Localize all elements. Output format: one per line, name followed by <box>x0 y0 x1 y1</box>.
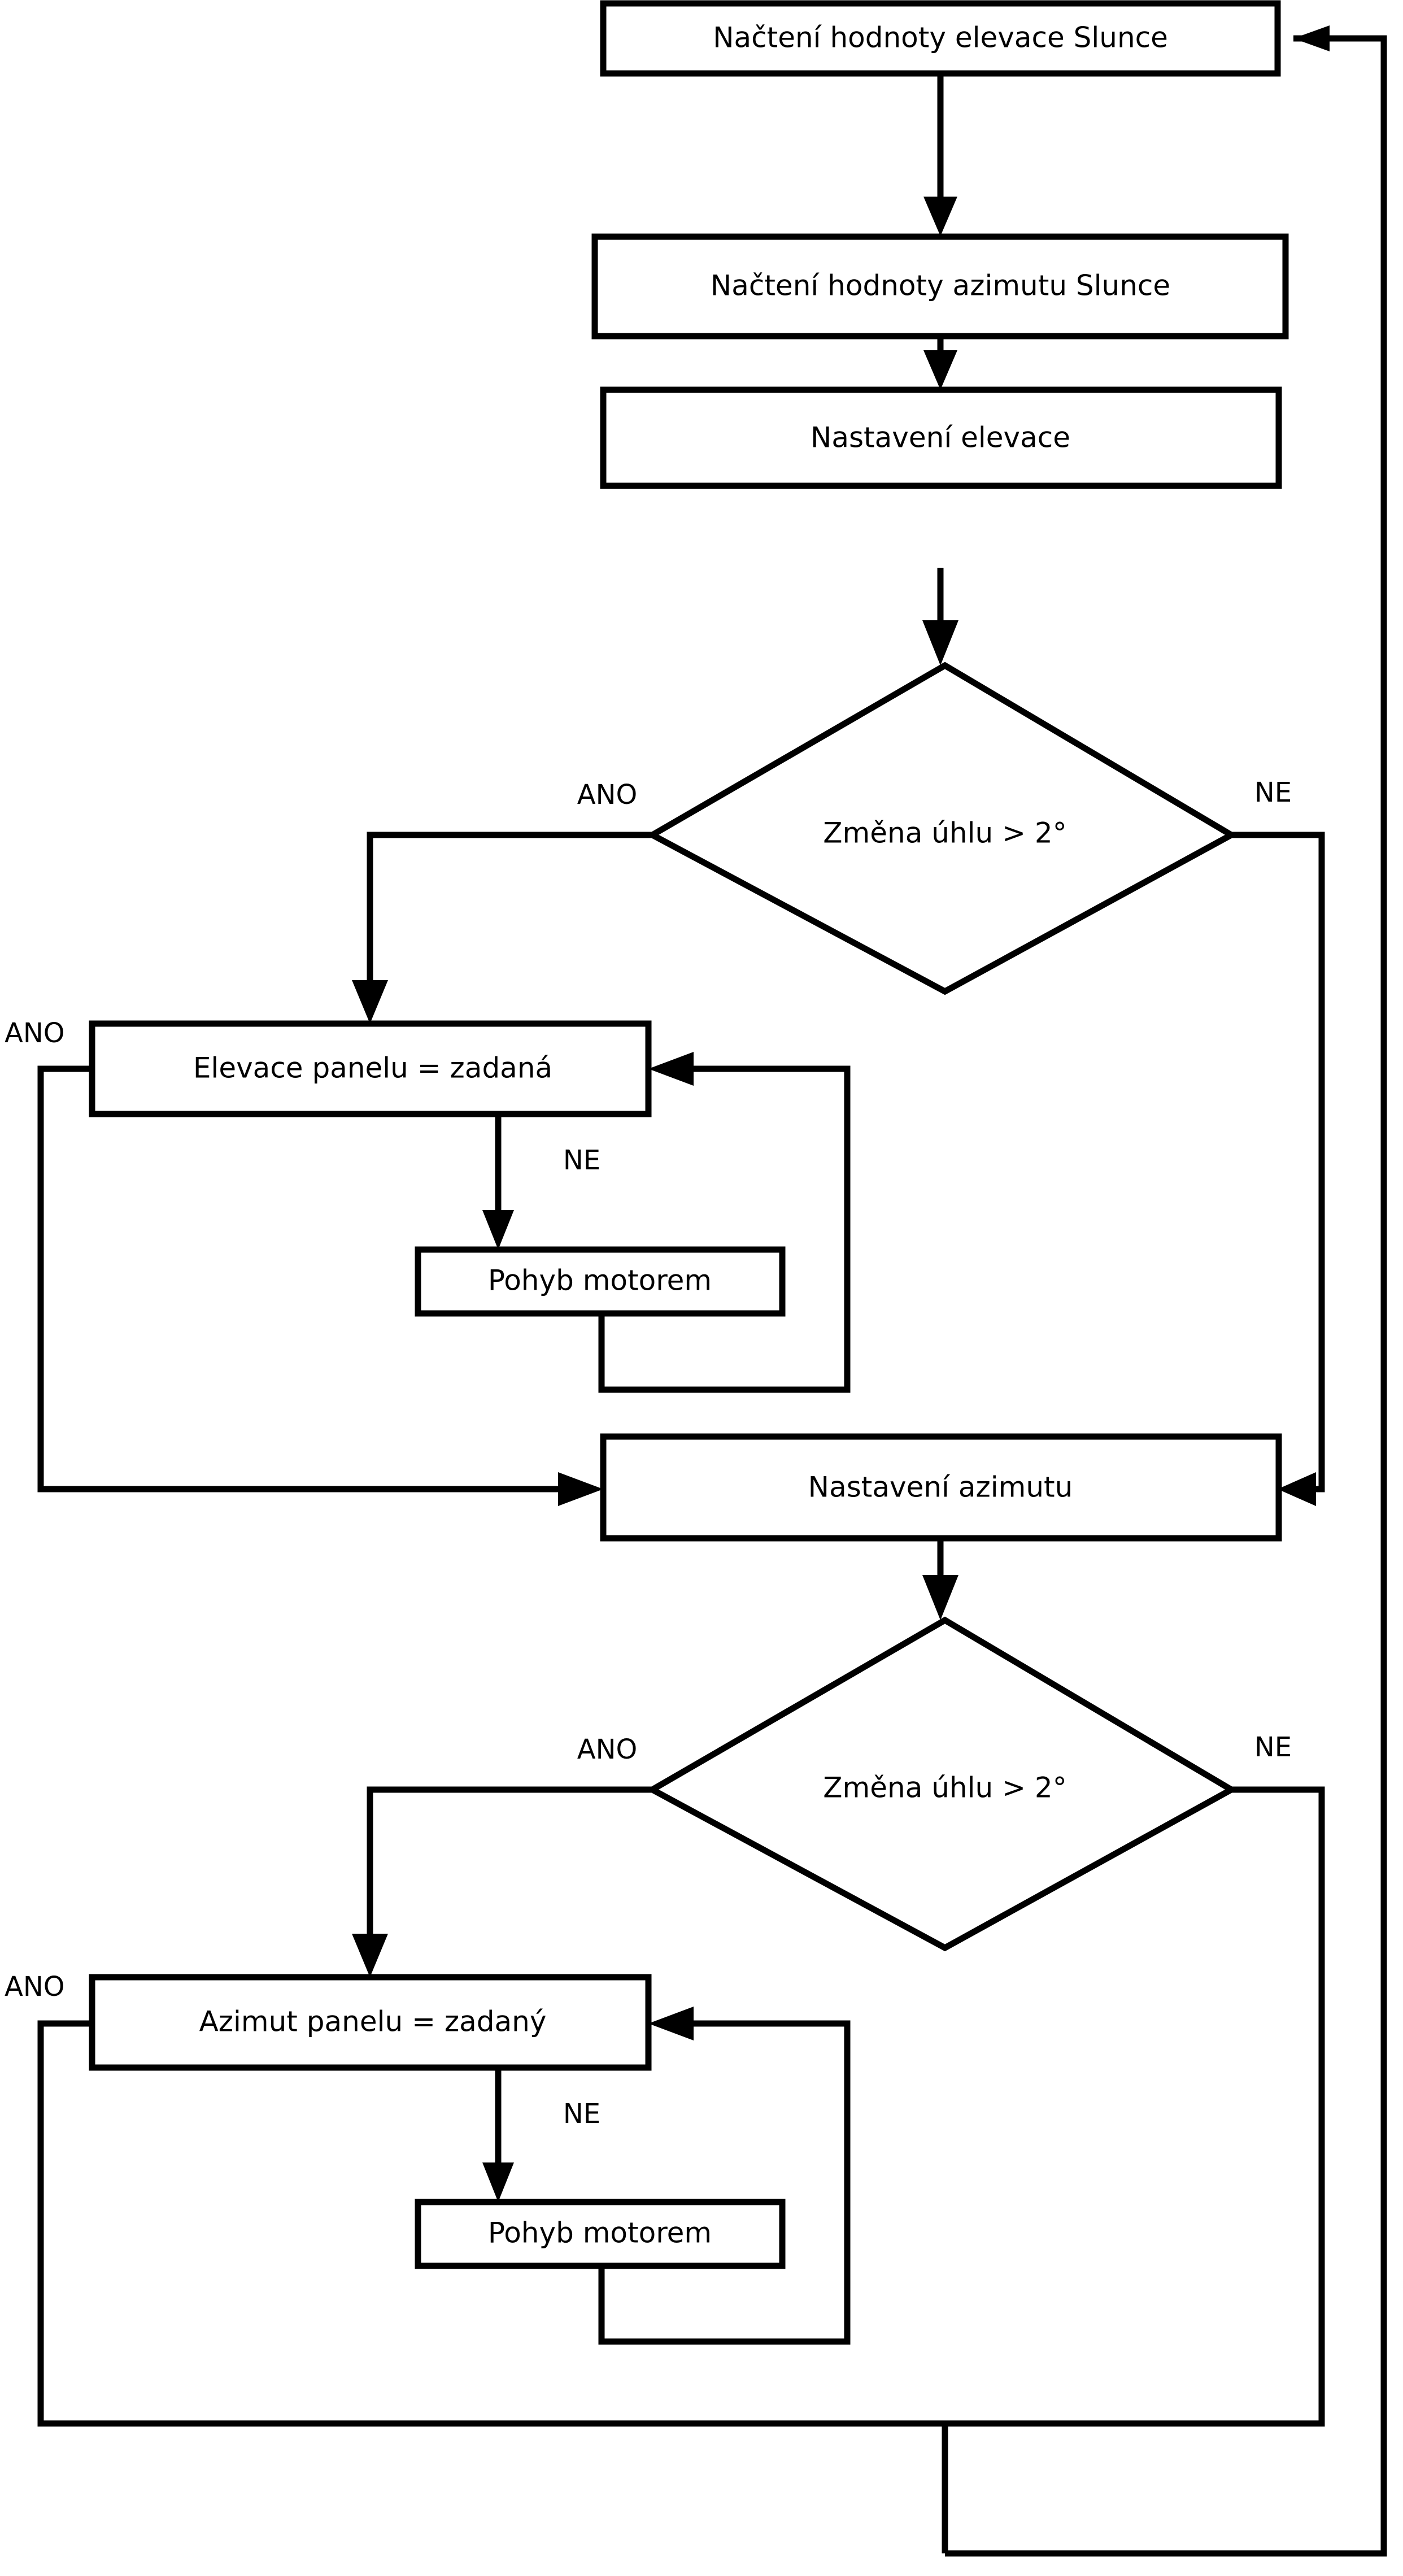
node-read-azimuth-box[interactable] <box>591 233 1289 340</box>
edge-label-elevation-equals-no: NE <box>563 1145 600 1176</box>
connector-return-to-start <box>945 35 1387 2557</box>
node-elevation-equals-label: Elevace panelu = zadaná <box>193 1052 552 1085</box>
edge-label-decision-elevation-yes: ANO <box>577 779 638 811</box>
connector-elev-equals-yes <box>37 1065 565 1492</box>
node-azimuth-equals-label: Azimut panelu = zadaný <box>199 2005 547 2038</box>
node-elevation-equals-box[interactable] <box>89 1020 652 1117</box>
node-azimuth-equals-box[interactable] <box>89 1974 652 2071</box>
node-read-elevation-label: Načtení hodnoty elevace Slunce <box>713 21 1168 54</box>
arrow-decision-azim-yes <box>352 1934 388 1977</box>
arrow-azim-equals-no <box>482 2162 514 2202</box>
node-motor-move-elevation[interactable]: Pohyb motorem <box>415 1246 786 1317</box>
arrow-elev-equals-yes <box>558 1472 603 1506</box>
node-elevation-equals[interactable]: Elevace panelu = zadaná <box>89 1020 652 1117</box>
node-motor-move-elevation-label: Pohyb motorem <box>488 1264 712 1297</box>
node-read-azimuth[interactable]: Načtení hodnoty azimutu Slunce <box>591 233 1289 340</box>
node-read-elevation-box[interactable] <box>600 0 1281 77</box>
arrow-read-azim-to-set-elev <box>923 350 957 390</box>
connector-motor-elev-loopback <box>598 1065 851 1393</box>
node-set-elevation-label: Nastavení elevace <box>811 421 1070 454</box>
connector-azim-equals-yes <box>37 2020 945 2427</box>
node-set-azimuth[interactable]: Nastavení azimutu <box>600 1433 1282 1542</box>
edge-label-decision-azimuth-yes: ANO <box>577 1734 638 1765</box>
arrow-set-azim-to-decision <box>922 1575 958 1620</box>
node-set-azimuth-box[interactable] <box>600 1433 1282 1542</box>
arrow-read-elev-to-read-azim <box>923 197 957 236</box>
node-azimuth-equals[interactable]: Azimut panelu = zadaný <box>89 1974 652 2071</box>
connector-decision-azim-yes <box>367 1786 652 1939</box>
node-decision-elevation-label: Změna úhlu > 2° <box>823 817 1066 850</box>
arrow-decision-elev-yes <box>352 980 388 1024</box>
node-read-elevation[interactable]: Načtení hodnoty elevace Slunce <box>600 0 1281 77</box>
node-motor-move-azimuth-label: Pohyb motorem <box>488 2217 712 2249</box>
node-motor-move-azimuth[interactable]: Pohyb motorem <box>415 2199 786 2269</box>
connector-decision-azim-no <box>942 1786 1325 2553</box>
arrow-elev-equals-no <box>482 1210 514 1250</box>
node-motor-move-elevation-box[interactable] <box>415 1246 786 1317</box>
arrow-return-to-start <box>1293 25 1330 51</box>
edge-label-azimuth-equals-no: NE <box>563 2098 600 2130</box>
node-decision-elevation[interactable]: Změna úhlu > 2° <box>646 662 1238 995</box>
arrow-motor-elev-loopback <box>648 1052 694 1086</box>
node-decision-azimuth[interactable]: Změna úhlu > 2° <box>646 1616 1238 1952</box>
arrow-set-elev-to-decision <box>922 620 958 665</box>
connector-decision-elev-no <box>1231 832 1325 1492</box>
edge-label-decision-elevation-no: NE <box>1254 777 1292 808</box>
node-set-azimuth-label: Nastavení azimutu <box>808 1471 1073 1504</box>
arrow-motor-azim-loopback <box>648 2007 694 2040</box>
node-decision-elevation-diamond[interactable] <box>646 662 1238 995</box>
edge-label-elevation-equals-yes: ANO <box>5 1017 65 1049</box>
edge-label-decision-azimuth-no: NE <box>1254 1731 1292 1763</box>
node-read-azimuth-label: Načtení hodnoty azimutu Slunce <box>711 269 1170 302</box>
node-set-elevation-box[interactable] <box>600 386 1282 489</box>
node-decision-azimuth-diamond[interactable] <box>646 1616 1238 1952</box>
node-motor-move-azimuth-box[interactable] <box>415 2199 786 2269</box>
edge-label-azimuth-equals-yes: ANO <box>5 1971 65 2003</box>
arrow-decision-elev-no <box>1278 1472 1316 1506</box>
node-set-elevation[interactable]: Nastavení elevace <box>600 386 1282 489</box>
node-decision-azimuth-label: Změna úhlu > 2° <box>823 1772 1066 1804</box>
connector-motor-azim-loopback <box>598 2020 851 2345</box>
connector-decision-elev-yes <box>367 832 652 986</box>
